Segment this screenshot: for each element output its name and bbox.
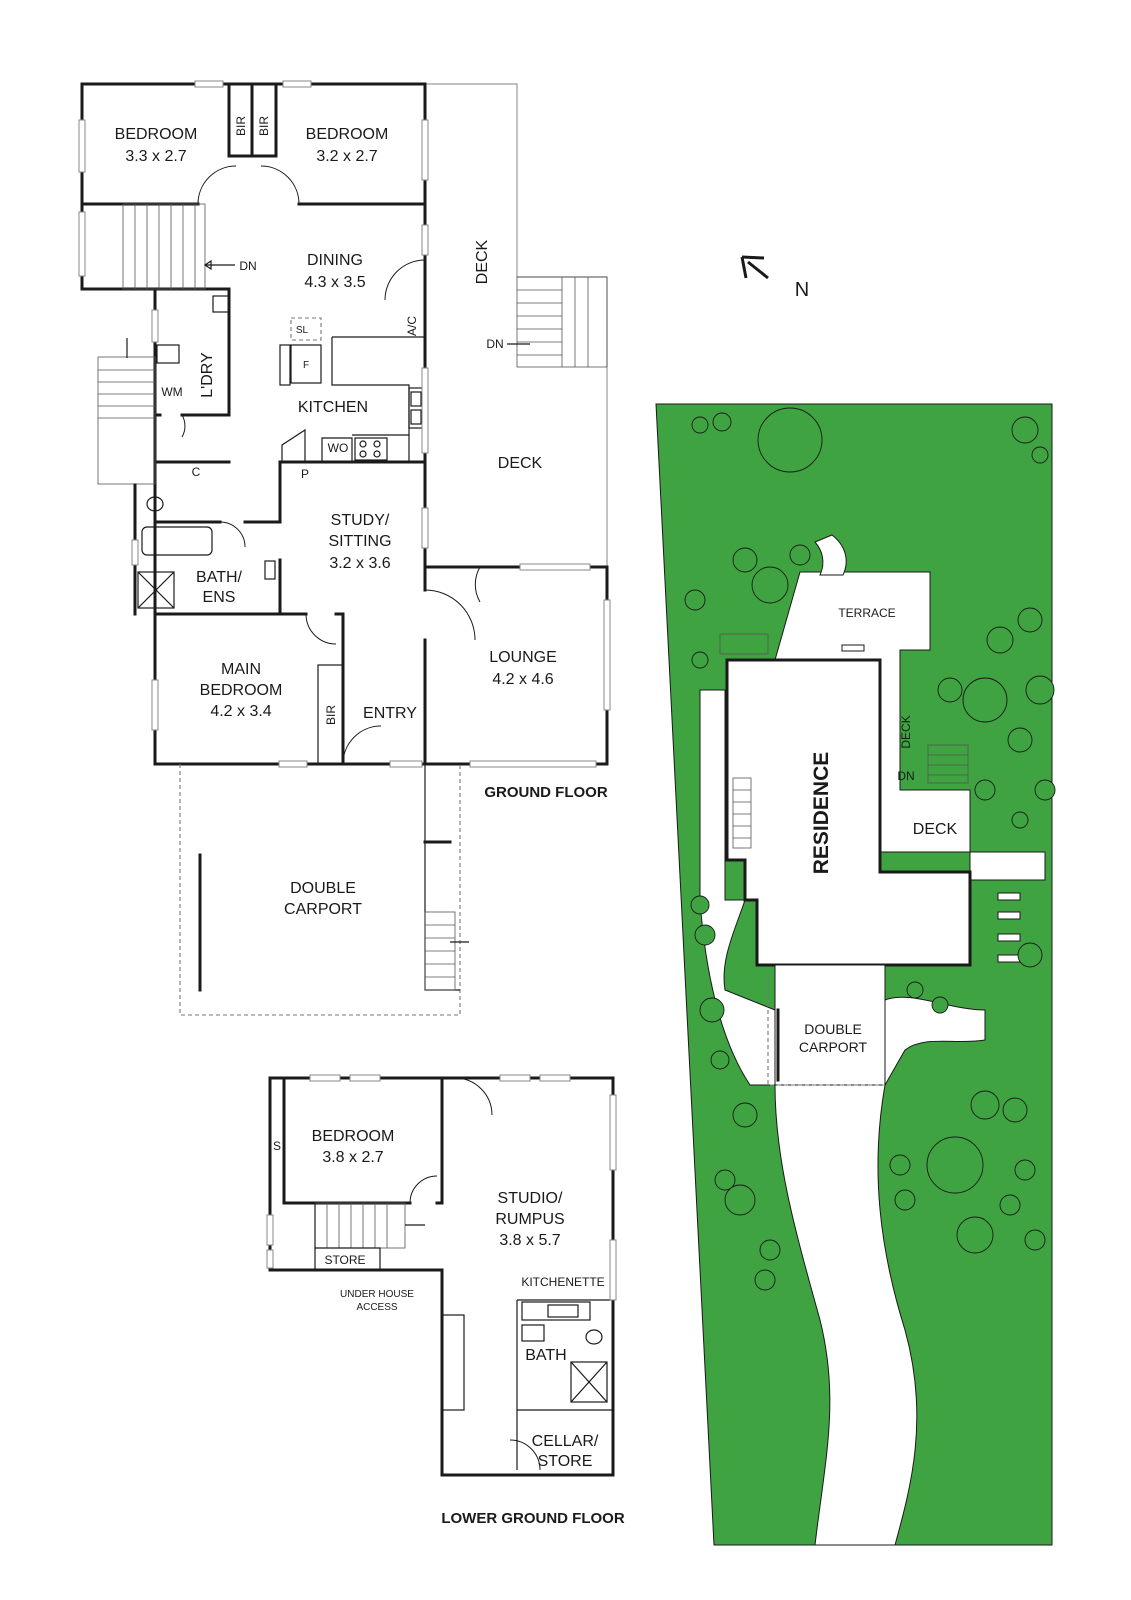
kitchenette-label: KITCHENETTE bbox=[521, 1275, 604, 1289]
main-stairs bbox=[122, 203, 235, 290]
bir-1-label: BIR bbox=[234, 116, 248, 136]
studio-name-1: STUDIO/ bbox=[498, 1190, 563, 1207]
dn-deck-label: DN bbox=[486, 337, 503, 351]
bedroom-2-name: BEDROOM bbox=[306, 126, 389, 143]
terrace-label: TERRACE bbox=[838, 606, 895, 620]
study-size: 3.2 x 3.6 bbox=[329, 555, 390, 572]
s-label: S bbox=[273, 1139, 281, 1153]
lg-bath-label: BATH bbox=[525, 1347, 566, 1364]
dining-name: DINING bbox=[307, 252, 363, 269]
ground-floor-plan: BEDROOM 3.3 x 2.7 BEDROOM 3.2 x 2.7 BIR … bbox=[78, 80, 611, 1016]
cooktop bbox=[354, 437, 388, 461]
f-label: F bbox=[303, 360, 309, 371]
main-bedroom-name-2: BEDROOM bbox=[200, 682, 283, 699]
studio-size: 3.8 x 5.7 bbox=[499, 1232, 560, 1249]
site-carport-2: CARPORT bbox=[799, 1039, 868, 1055]
bedroom-1-size: 3.3 x 2.7 bbox=[125, 148, 186, 165]
deck-stairs bbox=[516, 276, 608, 368]
entry-label: ENTRY bbox=[363, 705, 417, 722]
lounge-size: 4.2 x 4.6 bbox=[492, 671, 553, 688]
site-carport-1: DOUBLE bbox=[804, 1021, 862, 1037]
site-dn-label: DN bbox=[897, 769, 914, 783]
sl-label: SL bbox=[296, 325, 309, 336]
kitchen-sink bbox=[408, 387, 424, 429]
studio-name-2: RUMPUS bbox=[495, 1211, 564, 1228]
side-stairs bbox=[97, 338, 156, 485]
deck-lower-label: DECK bbox=[498, 455, 543, 472]
double-carport bbox=[179, 764, 469, 1016]
p-label: P bbox=[301, 467, 309, 481]
kitchen-label: KITCHEN bbox=[298, 399, 368, 416]
lg-bedroom-size: 3.8 x 2.7 bbox=[322, 1149, 383, 1166]
deck-upper-label: DECK bbox=[474, 239, 491, 284]
main-bedroom-size: 4.2 x 3.4 bbox=[210, 703, 271, 720]
dn-stair-label: DN bbox=[239, 259, 256, 273]
north-compass: N bbox=[740, 255, 809, 301]
wm-label: WM bbox=[161, 385, 182, 399]
study-name-2: SITTING bbox=[328, 533, 391, 550]
bedroom-2-size: 3.2 x 2.7 bbox=[316, 148, 377, 165]
carport-label-1: DOUBLE bbox=[290, 880, 356, 897]
c-label: C bbox=[192, 465, 201, 479]
site-deck-side-label: DECK bbox=[899, 715, 913, 748]
dining-size: 4.3 x 3.5 bbox=[304, 274, 365, 291]
bir-2-label: BIR bbox=[257, 116, 271, 136]
lower-ground-floor-plan: BEDROOM 3.8 x 2.7 S STUDIO/ RUMPUS 3.8 x… bbox=[266, 1074, 625, 1527]
main-bedroom-name-1: MAIN bbox=[221, 661, 261, 678]
site-plan: TERRACE RESIDENCE DECK DN DECK DOUBLE CA… bbox=[655, 403, 1056, 1546]
under-house-1: UNDER HOUSE bbox=[340, 1289, 414, 1300]
north-label: N bbox=[795, 279, 809, 301]
study-name-1: STUDY/ bbox=[331, 512, 390, 529]
lounge-name: LOUNGE bbox=[489, 649, 557, 666]
cellar-2: STORE bbox=[538, 1453, 593, 1470]
carport-label-2: CARPORT bbox=[284, 901, 362, 918]
ac-label: A/C bbox=[405, 316, 419, 336]
bir-main-label: BIR bbox=[324, 705, 338, 725]
wo-label: WO bbox=[328, 441, 349, 455]
laundry-label: L'DRY bbox=[199, 352, 216, 398]
store-label: STORE bbox=[324, 1253, 365, 1267]
ground-floor-title: GROUND FLOOR bbox=[484, 784, 607, 801]
under-house-2: ACCESS bbox=[356, 1302, 397, 1313]
lg-bedroom-name: BEDROOM bbox=[312, 1128, 395, 1145]
cellar-1: CELLAR/ bbox=[532, 1433, 599, 1450]
bedroom-1-name: BEDROOM bbox=[115, 126, 198, 143]
bath-ens-1: BATH/ bbox=[196, 569, 242, 586]
lower-ground-floor-title: LOWER GROUND FLOOR bbox=[441, 1510, 624, 1527]
site-deck-label: DECK bbox=[913, 821, 958, 838]
trees bbox=[684, 407, 1056, 1291]
residence-label: RESIDENCE bbox=[810, 752, 833, 875]
bath-ens-2: ENS bbox=[203, 589, 236, 606]
